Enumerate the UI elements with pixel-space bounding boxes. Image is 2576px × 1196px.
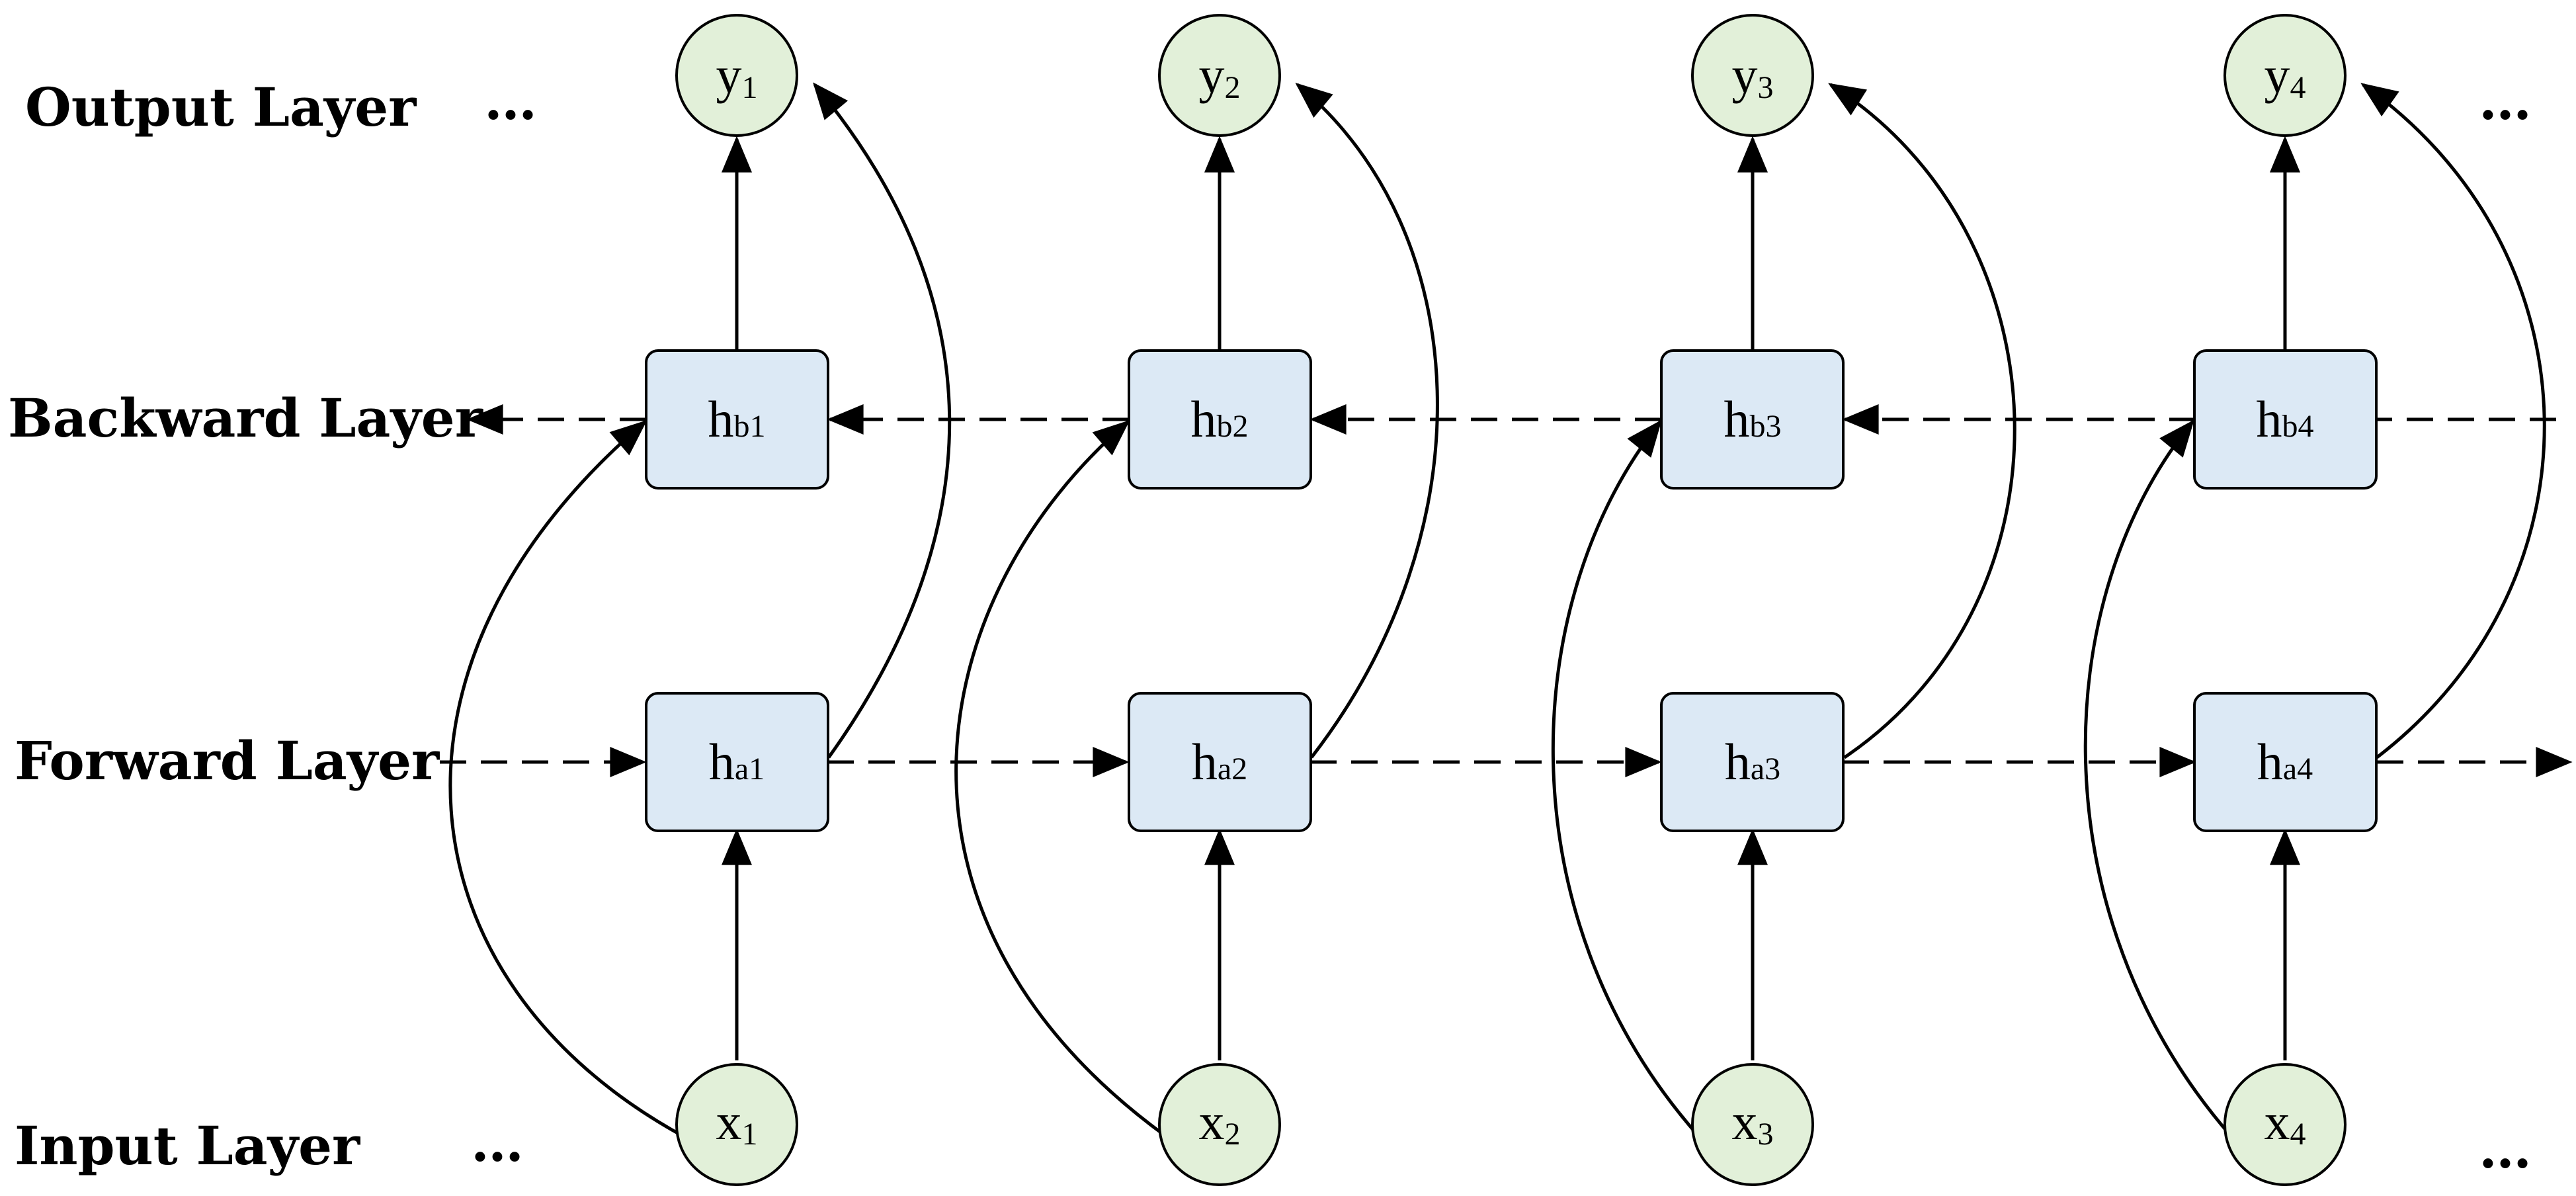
y4-label: y [2264, 46, 2290, 104]
input-node-x2: x2 [1158, 1063, 1281, 1186]
ha2-to-y2-curve [1295, 83, 1439, 759]
svg-text:x1: x1 [716, 1093, 758, 1152]
y3-subscript: 3 [1758, 70, 1774, 105]
x4-label: x [2264, 1093, 2290, 1150]
forward-node-ha4: ha4 [2193, 692, 2378, 832]
forward-node-ha2: ha2 [1128, 692, 1312, 832]
svg-text:y4: y4 [2264, 46, 2306, 105]
ha2-subscript: a2 [1218, 751, 1247, 787]
svg-text:hb3: hb3 [1724, 390, 1782, 448]
input-left-ellipsis: … [471, 1111, 524, 1174]
y2-subscript: 2 [1225, 70, 1241, 105]
y2-label: y [1199, 46, 1225, 104]
y1-label: y [716, 46, 742, 104]
hb4-subscript: b4 [2282, 409, 2314, 444]
svg-text:hb2: hb2 [1191, 390, 1249, 448]
svg-text:y1: y1 [716, 46, 758, 105]
input-layer-label: Input Layer [15, 1115, 360, 1177]
hb1-label: h [708, 390, 734, 448]
svg-text:x2: x2 [1199, 1093, 1241, 1152]
output-node-y4: y4 [2223, 14, 2347, 137]
svg-text:y2: y2 [1199, 46, 1241, 105]
input-node-x1: x1 [675, 1063, 798, 1186]
x3-subscript: 3 [1758, 1117, 1774, 1152]
ha2-label: h [1192, 733, 1218, 790]
svg-text:x4: x4 [2264, 1093, 2306, 1152]
output-right-ellipsis: … [2479, 69, 2532, 132]
ha4-subscript: a4 [2283, 751, 2313, 787]
output-node-y3: y3 [1691, 14, 1814, 137]
forward-nodes: ha1 ha2 ha3 ha4 [645, 692, 2378, 832]
hb4-label: h [2257, 390, 2282, 448]
svg-text:ha2: ha2 [1192, 733, 1247, 790]
svg-text:x3: x3 [1732, 1093, 1774, 1152]
y4-subscript: 4 [2290, 70, 2306, 105]
y1-subscript: 1 [742, 70, 758, 105]
svg-text:ha3: ha3 [1725, 733, 1780, 790]
x4-to-hb4-curve [2083, 419, 2232, 1137]
ha3-to-y3-curve [1828, 83, 2016, 759]
hb3-subscript: b3 [1750, 409, 1782, 444]
hb1-subscript: b1 [734, 409, 766, 444]
ha3-subscript: a3 [1751, 751, 1780, 787]
x1-to-hb1-curve [448, 420, 684, 1138]
output-layer-label: Output Layer [25, 76, 417, 138]
x2-to-hb2-curve [954, 419, 1167, 1138]
x4-subscript: 4 [2290, 1117, 2306, 1152]
hb2-subscript: b2 [1217, 409, 1249, 444]
backward-layer-label: Backward Layer [8, 387, 483, 449]
forward-node-ha1: ha1 [645, 692, 829, 832]
x2-subscript: 2 [1225, 1117, 1241, 1152]
input-node-x3: x3 [1691, 1063, 1814, 1186]
svg-text:hb4: hb4 [2257, 390, 2314, 448]
x3-to-hb3-curve [1552, 419, 1700, 1137]
forward-layer-label: Forward Layer [15, 730, 440, 792]
forward-node-ha3: ha3 [1660, 692, 1845, 832]
solid-connections [448, 82, 2546, 1138]
ha4-to-y4-curve [2360, 83, 2546, 759]
y3-label: y [1732, 46, 1758, 104]
svg-text:ha4: ha4 [2257, 733, 2313, 790]
svg-text:y3: y3 [1732, 46, 1774, 105]
x2-label: x [1199, 1093, 1225, 1150]
ha4-label: h [2257, 733, 2283, 790]
hb3-label: h [1724, 390, 1750, 448]
backward-node-hb3: hb3 [1660, 349, 1845, 490]
x1-label: x [716, 1093, 742, 1150]
output-node-y1: y1 [675, 14, 798, 137]
ha1-label: h [709, 733, 735, 790]
output-nodes: y1 y2 y3 y4 [675, 14, 2347, 137]
input-nodes: x1 x2 x3 x4 [675, 1063, 2347, 1186]
svg-text:hb1: hb1 [708, 390, 766, 448]
output-left-ellipsis: … [484, 69, 537, 132]
backward-nodes: hb1 hb2 hb3 hb4 [645, 349, 2378, 490]
input-right-ellipsis: … [2479, 1118, 2532, 1180]
x1-subscript: 1 [742, 1117, 758, 1152]
svg-text:ha1: ha1 [709, 733, 765, 790]
hb2-label: h [1191, 390, 1217, 448]
ha3-label: h [1725, 733, 1751, 790]
output-node-y2: y2 [1158, 14, 1281, 137]
ha1-subscript: a1 [735, 751, 765, 787]
backward-node-hb1: hb1 [645, 349, 829, 490]
backward-node-hb2: hb2 [1128, 349, 1312, 490]
backward-node-hb4: hb4 [2193, 349, 2378, 490]
ha1-to-y1-curve [813, 82, 952, 759]
x3-label: x [1732, 1093, 1758, 1150]
input-node-x4: x4 [2223, 1063, 2347, 1186]
